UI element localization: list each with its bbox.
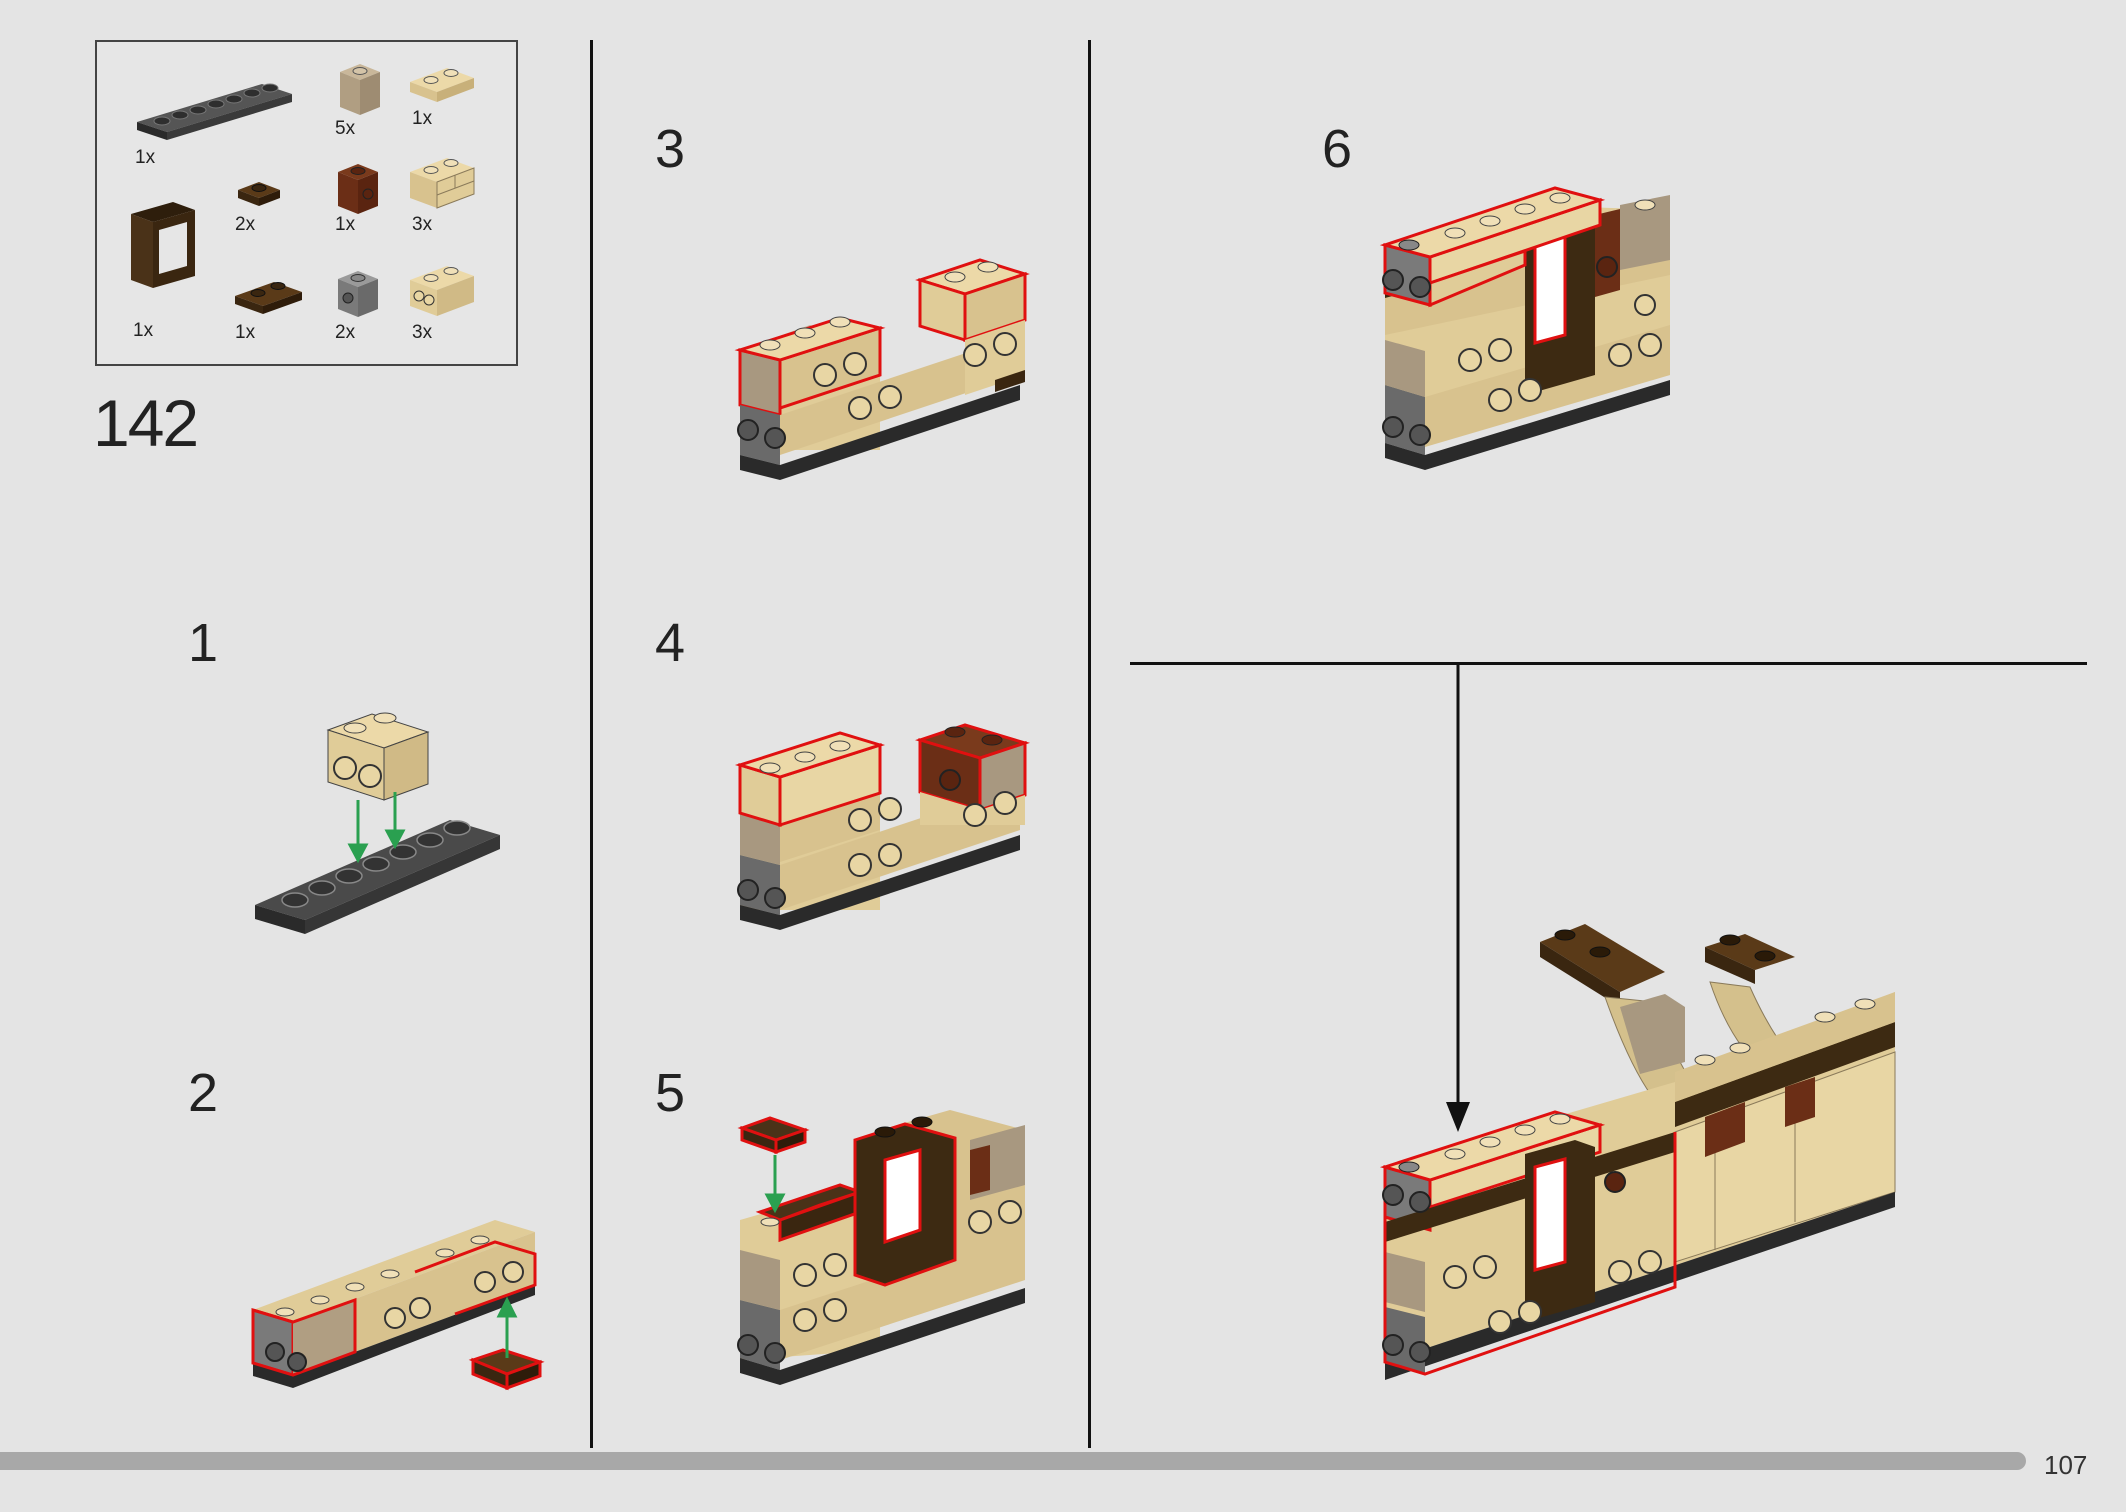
quantity-label: 3x [412, 322, 433, 343]
quantity-label: 1x [335, 214, 356, 235]
substep-number-3: 3 [655, 119, 686, 179]
substep-number-1: 1 [188, 613, 219, 673]
step-1-illustration [255, 712, 500, 934]
quantity-label: 1x [133, 320, 154, 341]
page-progress-bar [0, 1452, 2026, 1470]
page-number: 107 [2044, 1450, 2088, 1480]
gray-brick-studs-side-icon [338, 271, 378, 317]
window-frame-icon [131, 202, 195, 288]
dark-brown-plate-1x2-icon [235, 282, 302, 314]
quantity-label: 1x [412, 108, 433, 129]
step-3-illustration [734, 258, 1030, 480]
column-divider [1088, 40, 1091, 1448]
substep-number-6: 6 [1322, 119, 1353, 179]
quantity-label: 1x [235, 322, 256, 343]
quantity-label: 3x [412, 214, 433, 235]
step-2-illustration [251, 1220, 545, 1391]
tan-brick-1x1-icon [340, 64, 380, 115]
quantity-label: 5x [335, 118, 356, 139]
main-step-number: 142 [93, 386, 199, 460]
reddish-brown-brick-icon [338, 164, 378, 214]
quantity-label: 1x [135, 147, 156, 168]
quantity-label: 2x [235, 214, 256, 235]
quantity-label: 2x [335, 322, 356, 343]
step-5-illustration [737, 1110, 1025, 1385]
step-4-illustration [734, 723, 1030, 930]
final-assembly-illustration [1379, 662, 1896, 1380]
substep-number-2: 2 [188, 1063, 219, 1123]
column-divider [590, 40, 593, 1448]
substep-number-5: 5 [655, 1063, 686, 1123]
tan-brick-studs-side-icon [410, 266, 474, 316]
dark-gray-plate-icon [137, 83, 292, 140]
substep-number-4: 4 [655, 613, 686, 673]
step-6-illustration [1379, 186, 1670, 470]
dark-brown-plate-1x1-icon [238, 182, 280, 206]
tan-plate-1x2-icon [410, 68, 474, 102]
parts-list: 1x 5x 1x 1x 2x 1x [95, 40, 518, 366]
tan-masonry-brick-icon [410, 158, 475, 209]
section-divider [1130, 662, 2087, 665]
